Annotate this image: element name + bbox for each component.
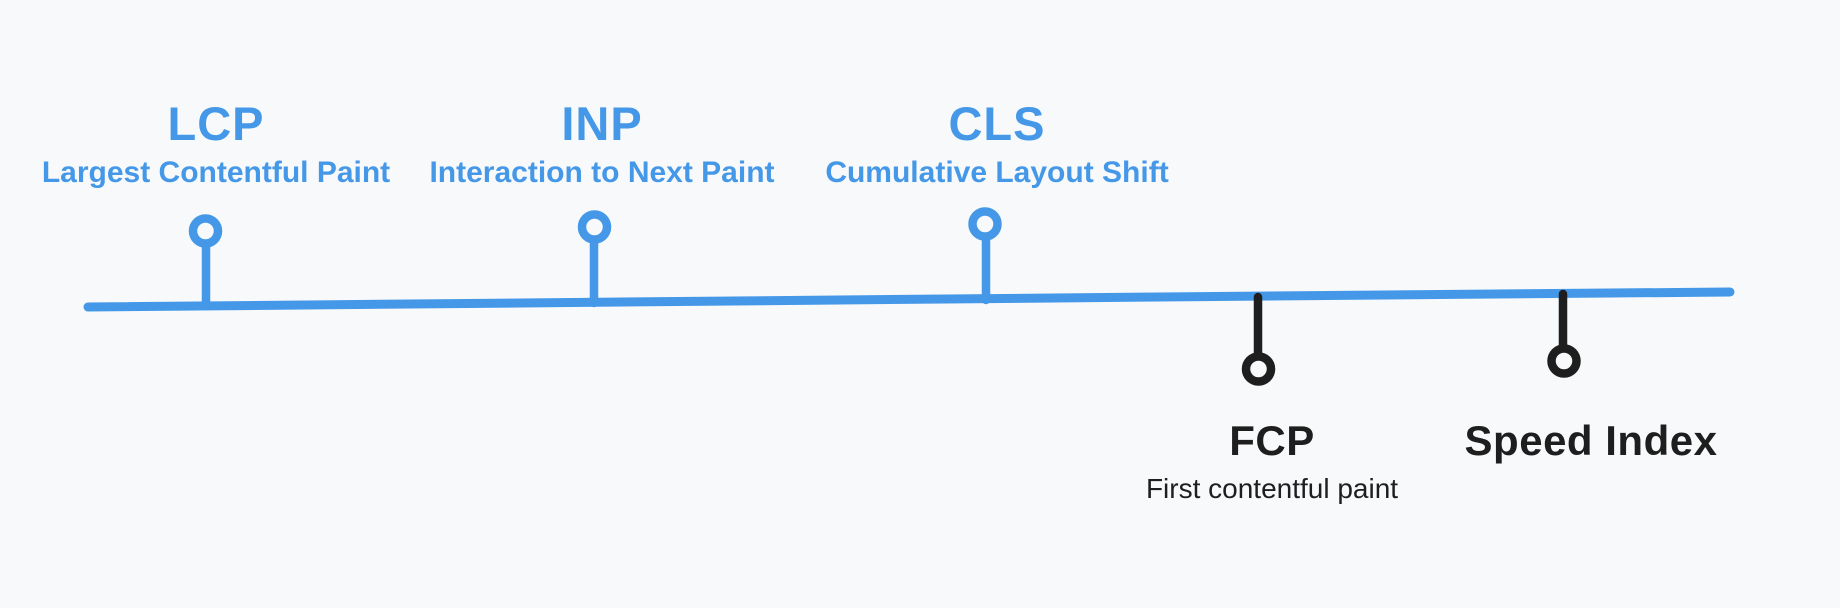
inp-label-group: INP Interaction to Next Paint (429, 95, 774, 193)
inp-marker (577, 210, 612, 308)
lcp-full-name: Largest Contentful Paint (41, 156, 391, 189)
speed-index-marker-ring-icon (1547, 344, 1581, 378)
fcp-marker (1241, 292, 1276, 386)
inp-abbreviation: INP (561, 97, 643, 150)
lcp-label-group: LCP Largest Contentful Paint (42, 95, 390, 193)
fcp-full-name: First contentful paint (1145, 473, 1399, 504)
cls-label-group: CLS Cumulative Layout Shift (825, 95, 1168, 193)
cls-marker-ring-icon (968, 207, 1002, 241)
inp-full-name: Interaction to Next Paint (429, 156, 775, 189)
timeline-axis-line (83, 287, 1735, 312)
fcp-label-group: FCP First contentful paint (1146, 415, 1398, 511)
lcp-marker-ring-icon (188, 214, 223, 248)
fcp-abbreviation: FCP (1229, 417, 1315, 464)
speed-index-label-group: Speed Index (1465, 415, 1718, 467)
cls-full-name: Cumulative Layout Shift (825, 156, 1169, 189)
fcp-marker-ring-icon (1241, 352, 1276, 386)
lcp-marker (188, 214, 223, 311)
inp-marker-ring-icon (577, 210, 612, 244)
speed-index-label: Speed Index (1464, 417, 1718, 464)
lcp-abbreviation: LCP (167, 97, 265, 150)
cls-marker (968, 207, 1002, 305)
cls-abbreviation: CLS (948, 97, 1046, 150)
speed-index-marker (1547, 289, 1581, 378)
